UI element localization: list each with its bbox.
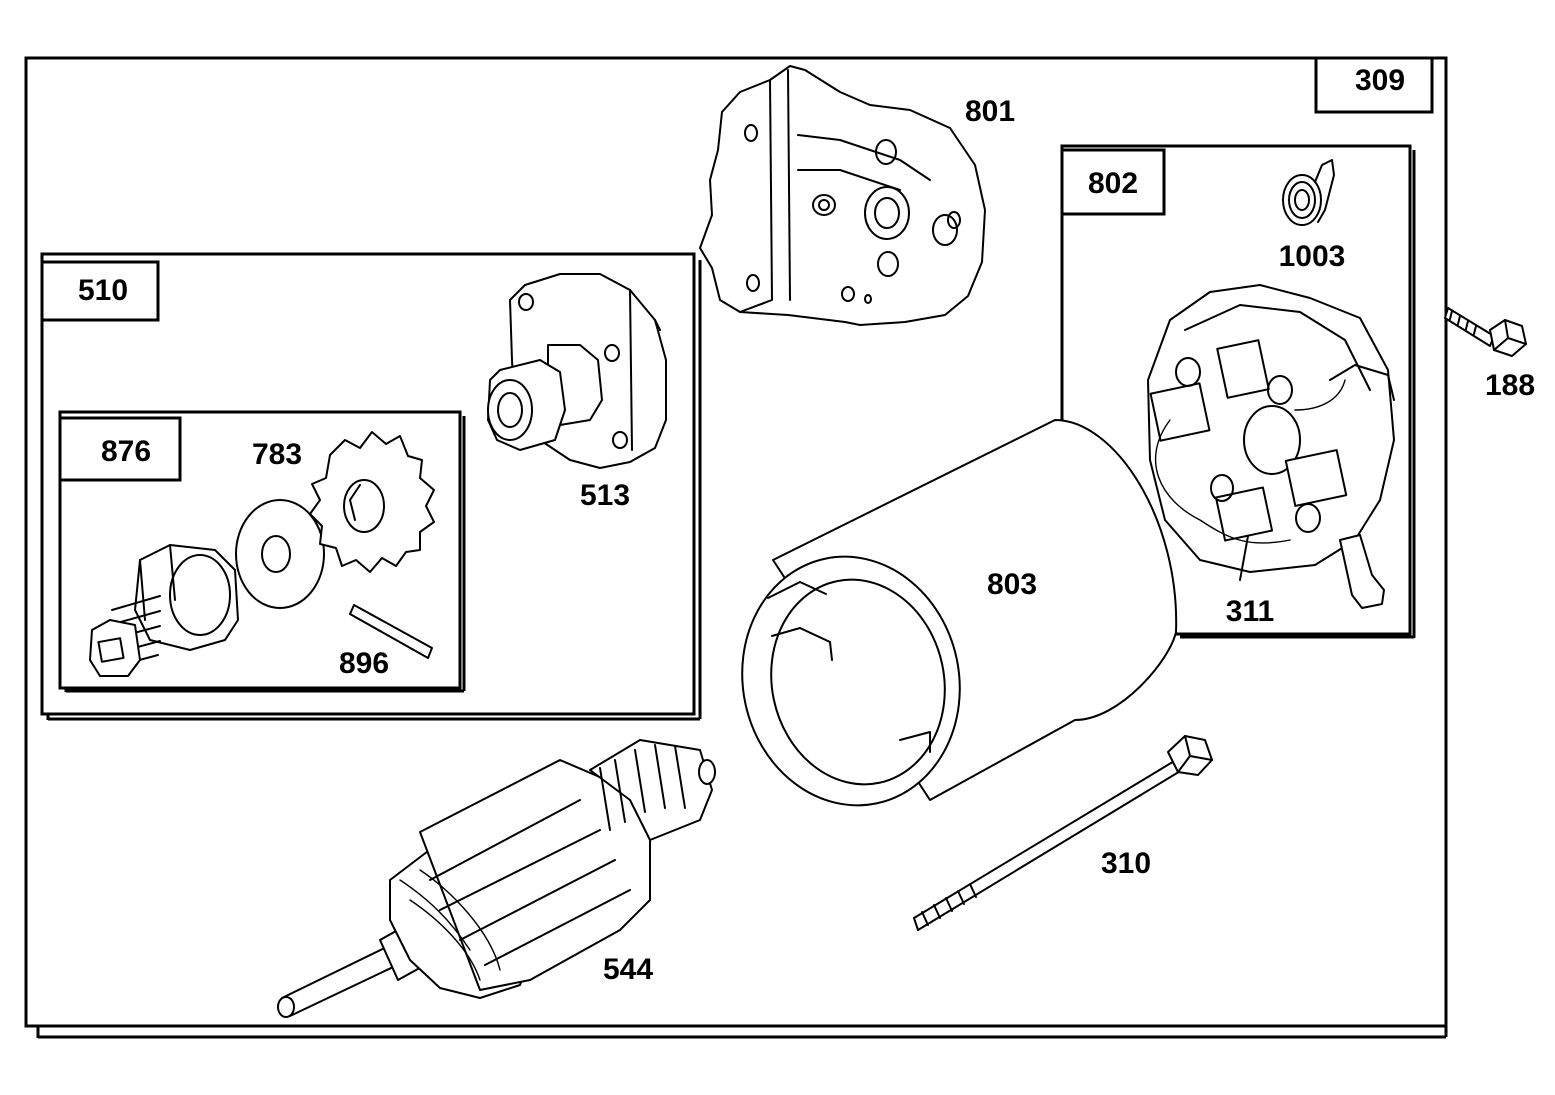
bracket-plate-801: 801 xyxy=(699,65,1015,326)
label-188: 188 xyxy=(1485,369,1535,402)
washer xyxy=(235,499,325,609)
frame-802: 802 xyxy=(1060,144,1416,639)
frame-876: 876 xyxy=(58,410,466,693)
label-309: 309 xyxy=(1355,64,1405,97)
through-bolt-310: 310 xyxy=(913,735,1213,931)
label-1003: 1003 xyxy=(1279,240,1346,273)
motor-housing-803: 803 xyxy=(741,419,1178,807)
spring-1003: 1003 xyxy=(1279,159,1346,273)
label-544: 544 xyxy=(603,953,653,986)
drive-clutch-876 xyxy=(89,544,239,677)
pin-896: 896 xyxy=(339,604,433,680)
pinion-gear-783: 783 xyxy=(252,431,435,573)
frame-309: 309 xyxy=(24,56,1448,1039)
label-801: 801 xyxy=(965,95,1015,128)
armature-544: 544 xyxy=(277,739,716,1018)
label-876: 876 xyxy=(101,435,151,468)
bolt-188: 188 xyxy=(1444,307,1535,402)
label-513: 513 xyxy=(580,479,630,512)
label-896: 896 xyxy=(339,647,389,680)
label-803: 803 xyxy=(987,568,1037,601)
drive-housing-513: 513 xyxy=(487,273,667,512)
label-311: 311 xyxy=(1226,595,1274,628)
label-310: 310 xyxy=(1101,847,1151,880)
label-783: 783 xyxy=(252,438,302,471)
end-cap-802: 311 xyxy=(1147,284,1395,628)
frame-510: 510 xyxy=(40,252,702,721)
label-510: 510 xyxy=(78,274,128,307)
label-802: 802 xyxy=(1088,167,1138,200)
